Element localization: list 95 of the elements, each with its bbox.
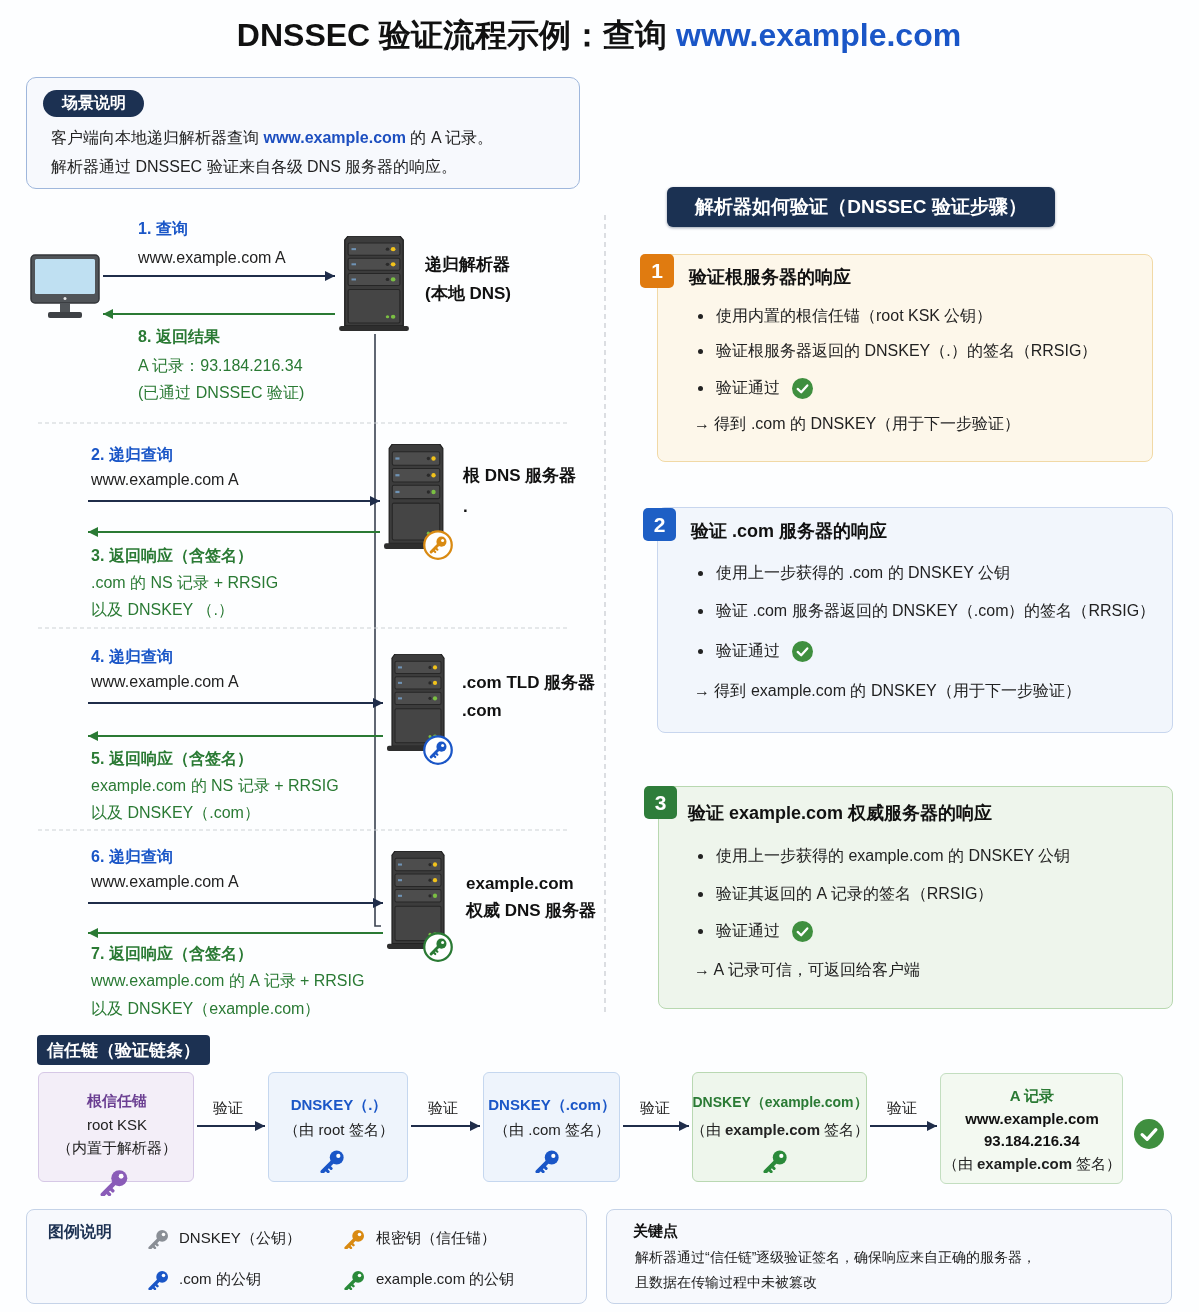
edge-label: 7. 返回响应（含签名） bbox=[91, 945, 253, 963]
legend-text: 根密钥（信任锚） bbox=[376, 1229, 496, 1247]
server-label: .com bbox=[462, 700, 502, 722]
heading-banner: 解析器如何验证（DNSSEC 验证步骤） bbox=[667, 187, 1055, 227]
section-tag: 信任链（验证链条） bbox=[37, 1035, 210, 1065]
legend-title: 图例说明 bbox=[48, 1223, 112, 1241]
box-text: （由 .com 签名） bbox=[494, 1121, 610, 1139]
info-box bbox=[26, 77, 580, 189]
arrow bbox=[87, 698, 384, 708]
label-text: (已通过 DNSSEC 验证) bbox=[138, 384, 305, 402]
title: DNSSEC 验证流程示例：查询 www.example.com bbox=[236, 16, 962, 55]
chain-box bbox=[940, 1073, 1123, 1184]
list-text: 验证 .com 服务器返回的 DNSKEY（.com）的签名（RRSIG） bbox=[716, 601, 1156, 621]
arrow bbox=[87, 496, 381, 506]
info-text: 解析器通过 DNSSEC 验证来自各级 DNS 服务器的响应。 bbox=[51, 157, 458, 177]
label-text: A 记录：93.184.216.34 bbox=[138, 357, 303, 375]
edge-label: 验证 bbox=[887, 1099, 917, 1117]
arrow bbox=[102, 309, 336, 319]
list-text: → 得到 .com 的 DNSKEY（用于下一步验证） bbox=[694, 414, 1021, 434]
server-label: example.com 权威 DNS 服务器 bbox=[466, 873, 598, 922]
box-text: （由 root 签名） bbox=[284, 1121, 394, 1139]
edge-label: 8. 返回结果 bbox=[138, 328, 220, 346]
box-text: （由 example.com 签名） bbox=[942, 1155, 1122, 1173]
edge-label: 验证 bbox=[213, 1099, 243, 1117]
chain-box bbox=[483, 1072, 620, 1182]
arrow bbox=[869, 1121, 938, 1131]
edge-label: 5. 返回响应（含签名） bbox=[91, 750, 253, 768]
list-text: 使用内置的根信任锚（root KSK 公钥） bbox=[716, 306, 993, 326]
edge-label: 2. 递归查询 bbox=[91, 446, 173, 464]
edge-label: 1. 查询 bbox=[138, 220, 188, 238]
label-text: www.example.com A bbox=[91, 873, 239, 891]
list-text: 使用上一步获得的 example.com 的 DNSKEY 公钥 bbox=[716, 846, 1071, 866]
box-text: A 记录 bbox=[1009, 1087, 1055, 1105]
label-text: 以及 DNSKEY（.com） bbox=[91, 804, 260, 822]
list-text: 验证通过 bbox=[716, 921, 780, 941]
list-text: → A 记录可信，可返回给客户端 bbox=[694, 960, 920, 980]
note-box bbox=[606, 1209, 1172, 1304]
edge-label: 6. 递归查询 bbox=[91, 848, 173, 866]
note-text: 解析器通过“信任链”逐级验证签名，确保响应来自正确的服务器，且数据在传输过程中未被篡改 bbox=[635, 1248, 1038, 1292]
note-title: 关键点 bbox=[633, 1222, 678, 1240]
arrow bbox=[87, 898, 384, 908]
card-title: 验证 .com 服务器的响应 bbox=[691, 520, 887, 543]
box-text: （内置于解析器） bbox=[57, 1139, 177, 1157]
label-text: 以及 DNSKEY （.） bbox=[91, 601, 234, 619]
box-text: root KSK bbox=[87, 1116, 147, 1134]
arrow bbox=[196, 1121, 266, 1131]
label-text: .com 的 NS 记录 + RRSIG bbox=[91, 574, 279, 592]
info-text: 客户端向本地递归解析器查询 www.example.com 的 A 记录。 bbox=[51, 128, 494, 148]
edge-label: 3. 返回响应（含签名） bbox=[91, 547, 253, 565]
legend-text: DNSKEY（公钥） bbox=[179, 1229, 301, 1247]
server-label: . bbox=[463, 496, 468, 518]
label-text: www.example.com A bbox=[91, 471, 239, 489]
label-text: example.com 的 NS 记录 + RRSIG bbox=[91, 777, 339, 795]
arrow bbox=[622, 1121, 690, 1131]
card-title: 验证根服务器的响应 bbox=[689, 266, 851, 289]
section-tag: 场景说明 bbox=[43, 90, 144, 117]
edge-label: 验证 bbox=[428, 1099, 458, 1117]
arrow bbox=[410, 1121, 481, 1131]
box-text: 93.184.216.34 bbox=[984, 1132, 1080, 1150]
box-text: DNSKEY（.） bbox=[290, 1096, 388, 1114]
label-text: www.example.com A bbox=[91, 673, 239, 691]
server-label: .com TLD 服务器 bbox=[462, 672, 596, 694]
box-text: www.example.com bbox=[965, 1110, 1099, 1128]
label-text: www.example.com A bbox=[138, 249, 286, 267]
step-badge: 1 bbox=[640, 254, 674, 288]
list-text: 验证根服务器返回的 DNSKEY（.）的签名（RRSIG） bbox=[716, 341, 1098, 361]
server-label: 递归解析器 bbox=[425, 254, 510, 276]
arrow bbox=[87, 928, 384, 938]
label-text: www.example.com 的 A 记录 + RRSIG bbox=[91, 972, 365, 990]
edge-label: 验证 bbox=[640, 1099, 670, 1117]
legend-text: example.com 的公钥 bbox=[376, 1270, 515, 1288]
list-text: 验证通过 bbox=[716, 641, 780, 661]
arrow bbox=[87, 731, 384, 741]
legend-text: .com 的公钥 bbox=[179, 1270, 261, 1288]
box-text: DNSKEY（.com） bbox=[488, 1096, 616, 1114]
arrow bbox=[102, 271, 336, 281]
box-text: （由 example.com 签名） bbox=[690, 1121, 870, 1139]
list-text: 验证通过 bbox=[716, 378, 780, 398]
step-badge: 3 bbox=[644, 786, 677, 819]
step-badge: 2 bbox=[643, 508, 676, 541]
edge-label: 4. 递归查询 bbox=[91, 648, 173, 666]
box-text: 根信任锚 bbox=[87, 1092, 147, 1110]
list-text: 验证其返回的 A 记录的签名（RRSIG） bbox=[716, 884, 994, 904]
chain-box bbox=[692, 1072, 867, 1182]
chain-box bbox=[268, 1072, 408, 1182]
server-label: 根 DNS 服务器 bbox=[463, 465, 577, 487]
list-text: 使用上一步获得的 .com 的 DNSKEY 公钥 bbox=[716, 563, 1010, 583]
label-text: 以及 DNSKEY（example.com） bbox=[91, 1000, 321, 1018]
arrow bbox=[87, 527, 381, 537]
list-text: → 得到 example.com 的 DNSKEY（用于下一步验证） bbox=[694, 681, 1081, 701]
box-text: DNSKEY（example.com） bbox=[692, 1093, 868, 1111]
server-label: (本地 DNS) bbox=[425, 283, 511, 305]
server-picture bbox=[338, 236, 410, 332]
card-title: 验证 example.com 权威服务器的响应 bbox=[688, 802, 993, 825]
monitor-picture bbox=[30, 254, 100, 320]
